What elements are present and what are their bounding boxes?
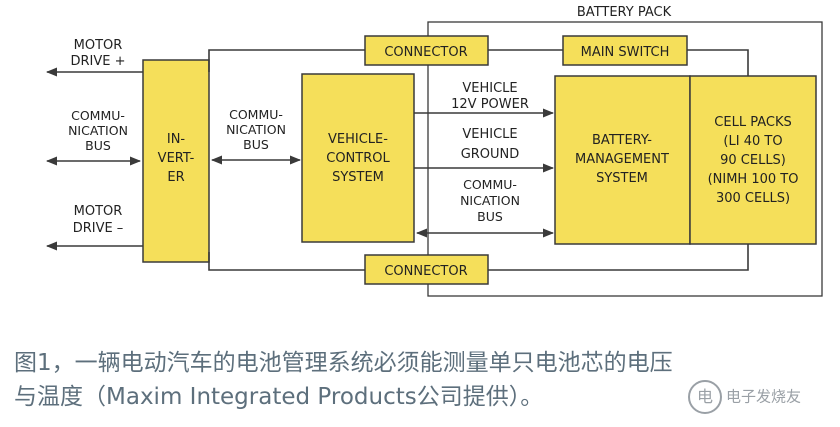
inverter-label-2: VERT-	[158, 151, 195, 166]
watermark-text: 电子发烧友	[726, 387, 802, 406]
motor-drive-plus-label-2: DRIVE +	[70, 54, 125, 69]
battery-pack-boundary	[427, 21, 823, 297]
comm-bus-mid-label-2: NICATION	[226, 122, 286, 137]
vehicle-ground-label-1: VEHICLE	[462, 127, 517, 142]
comm-bus-right-label-1: COMMU-	[463, 177, 517, 192]
motor-drive-plus-label-1: MOTOR	[74, 38, 123, 53]
comm-bus-left-label-1: COMMU-	[71, 108, 125, 123]
figure-caption: 图1，一辆电动汽车的电池管理系统必须能测量单只电池芯的电压 与温度（Maxim …	[14, 346, 673, 414]
motor-drive-minus-label-2: DRIVE –	[73, 221, 124, 236]
inverter-to-bottom-connector-line	[208, 252, 365, 271]
caption-line-2: 与温度（Maxim Integrated Products公司提供）。	[14, 384, 544, 410]
switch-to-cellpacks-line	[687, 49, 749, 76]
cell-packs-label-5: 300 CELLS)	[716, 191, 790, 206]
main-switch-label: MAIN SWITCH	[581, 45, 670, 60]
bms-label-1: BATTERY-	[592, 133, 652, 148]
inverter-label-1: IN-	[167, 132, 186, 147]
vehicle-ground-label-2: GROUND	[461, 147, 520, 162]
vehicle-control-label-3: SYSTEM	[332, 170, 384, 185]
vehicle-power-label-2: 12V POWER	[451, 97, 529, 112]
top-connector-label: CONNECTOR	[384, 45, 467, 60]
vehicle-control-label-2: CONTROL	[326, 151, 390, 166]
battery-pack-diagram: BATTERY PACK IN- VERT- ER MOTOR DRIVE + …	[45, 5, 823, 297]
cell-packs-block	[689, 75, 817, 245]
inverter-to-top-connector-line	[208, 49, 365, 72]
motor-drive-minus-label-1: MOTOR	[74, 204, 123, 219]
bms-label-2: MANAGEMENT	[575, 152, 669, 167]
vehicle-power-label-1: VEHICLE	[462, 81, 517, 96]
bottom-connector-label: CONNECTOR	[384, 264, 467, 279]
bottom-connector-to-cellpacks-line	[488, 244, 749, 271]
cell-packs-label-4: (NIMH 100 TO	[708, 172, 799, 187]
cell-packs-label-3: 90 CELLS)	[720, 153, 786, 168]
vehicle-control-label-1: VEHICLE-	[328, 132, 388, 147]
comm-bus-mid-label-3: BUS	[243, 137, 269, 152]
comm-bus-right-label-3: BUS	[477, 209, 503, 224]
inverter-label-3: ER	[167, 170, 184, 185]
watermark-logo-icon: 电	[688, 380, 722, 414]
comm-bus-left-label-2: NICATION	[68, 123, 128, 138]
cell-packs-label-1: CELL PACKS	[714, 115, 791, 130]
comm-bus-mid-label-1: COMMU-	[229, 107, 283, 122]
caption-line-1: 图1，一辆电动汽车的电池管理系统必须能测量单只电池芯的电压	[14, 350, 673, 376]
inverter-block	[142, 59, 210, 263]
battery-pack-label: BATTERY PACK	[577, 5, 672, 20]
bottom-connector-block	[364, 254, 489, 285]
watermark: 电电子发烧友	[688, 380, 801, 414]
vehicle-control-system-block	[301, 73, 415, 243]
comm-bus-right-label-2: NICATION	[460, 193, 520, 208]
bms-label-3: SYSTEM	[596, 171, 648, 186]
cell-packs-label-2: (LI 40 TO	[723, 134, 782, 149]
battery-management-system-block	[554, 75, 691, 245]
comm-bus-left-label-3: BUS	[85, 138, 111, 153]
